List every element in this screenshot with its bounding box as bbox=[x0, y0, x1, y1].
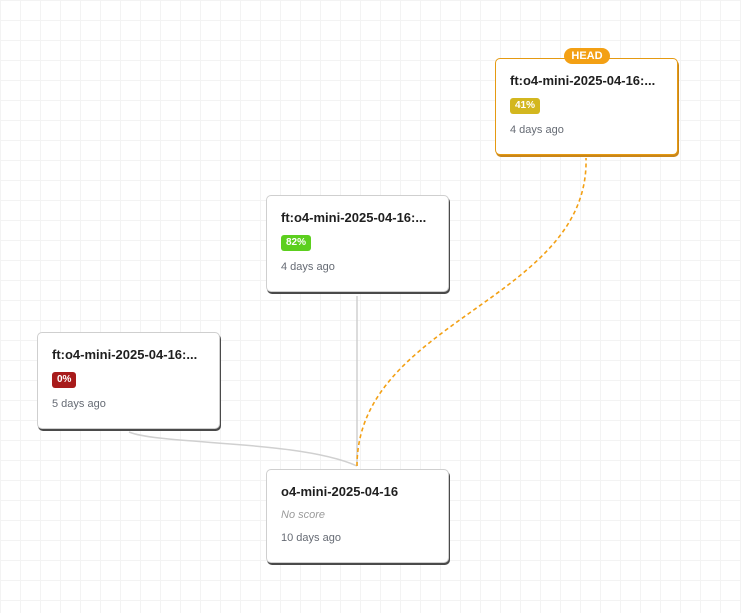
edge-base-to-left bbox=[128, 431, 358, 467]
model-name: ft:o4-mini-2025-04-16:... bbox=[510, 73, 656, 88]
timestamp: 4 days ago bbox=[510, 124, 564, 136]
score-badge: 82% bbox=[281, 235, 312, 251]
timestamp: 5 days ago bbox=[52, 398, 106, 410]
model-node-base[interactable]: o4-mini-2025-04-16 No score 10 days ago bbox=[266, 469, 449, 563]
model-node-left[interactable]: ft:o4-mini-2025-04-16:... 0% 5 days ago bbox=[37, 332, 220, 429]
score-badge: 41% bbox=[510, 98, 541, 114]
model-node-mid[interactable]: ft:o4-mini-2025-04-16:... 82% 4 days ago bbox=[266, 195, 449, 292]
timestamp: 4 days ago bbox=[281, 261, 335, 273]
model-name: ft:o4-mini-2025-04-16:... bbox=[281, 210, 427, 225]
model-node-head[interactable]: ft:o4-mini-2025-04-16:... 41% 4 days ago bbox=[495, 58, 678, 155]
score-badge: 0% bbox=[52, 372, 77, 388]
head-tag: HEAD bbox=[564, 48, 610, 64]
score-placeholder: No score bbox=[281, 509, 326, 521]
model-name: o4-mini-2025-04-16 bbox=[281, 484, 399, 499]
model-name: ft:o4-mini-2025-04-16:... bbox=[52, 347, 198, 362]
timestamp: 10 days ago bbox=[281, 532, 341, 544]
